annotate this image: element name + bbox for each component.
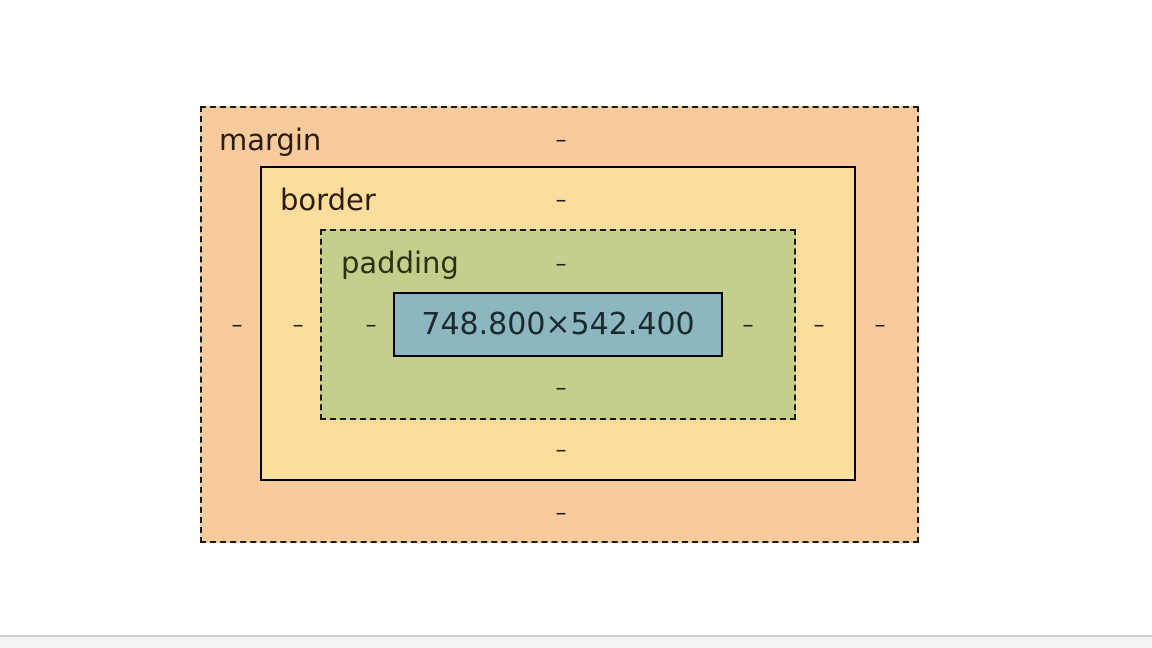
margin-label: margin — [219, 123, 322, 157]
margin-right-value[interactable]: – — [874, 313, 886, 338]
padding-label: padding — [341, 246, 459, 280]
padding-top-value[interactable]: – — [555, 252, 567, 277]
padding-right-value[interactable]: – — [742, 313, 754, 338]
border-bottom-value[interactable]: – — [555, 438, 567, 463]
panel-footer-strip — [0, 637, 1152, 648]
padding-bottom-value[interactable]: – — [555, 376, 567, 401]
margin-bottom-value[interactable]: – — [555, 501, 567, 526]
border-left-value[interactable]: – — [292, 313, 304, 338]
content-box[interactable] — [393, 292, 723, 357]
panel-divider — [0, 635, 1152, 637]
border-label: border — [280, 183, 376, 217]
margin-top-value[interactable]: – — [555, 128, 567, 153]
border-top-value[interactable]: – — [555, 188, 567, 213]
border-right-value[interactable]: – — [813, 313, 825, 338]
margin-left-value[interactable]: – — [231, 313, 243, 338]
content-size-value[interactable]: 748.800×542.400 — [421, 307, 695, 342]
padding-left-value[interactable]: – — [365, 313, 377, 338]
